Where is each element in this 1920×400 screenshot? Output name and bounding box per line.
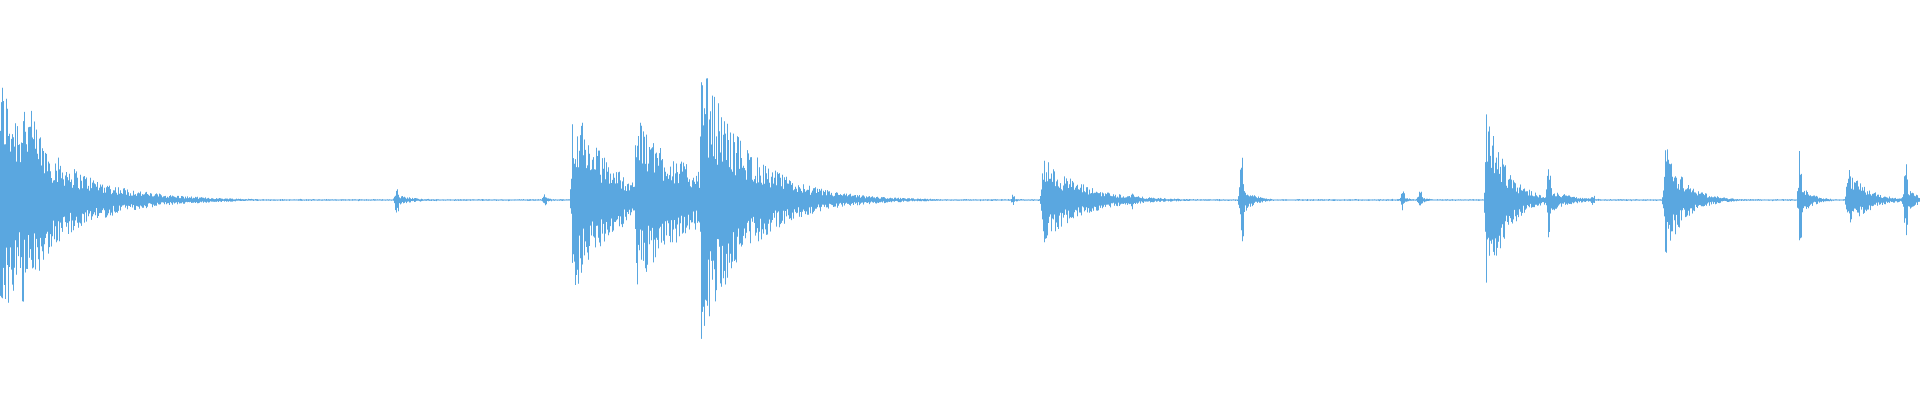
waveform-trace bbox=[0, 78, 1920, 339]
